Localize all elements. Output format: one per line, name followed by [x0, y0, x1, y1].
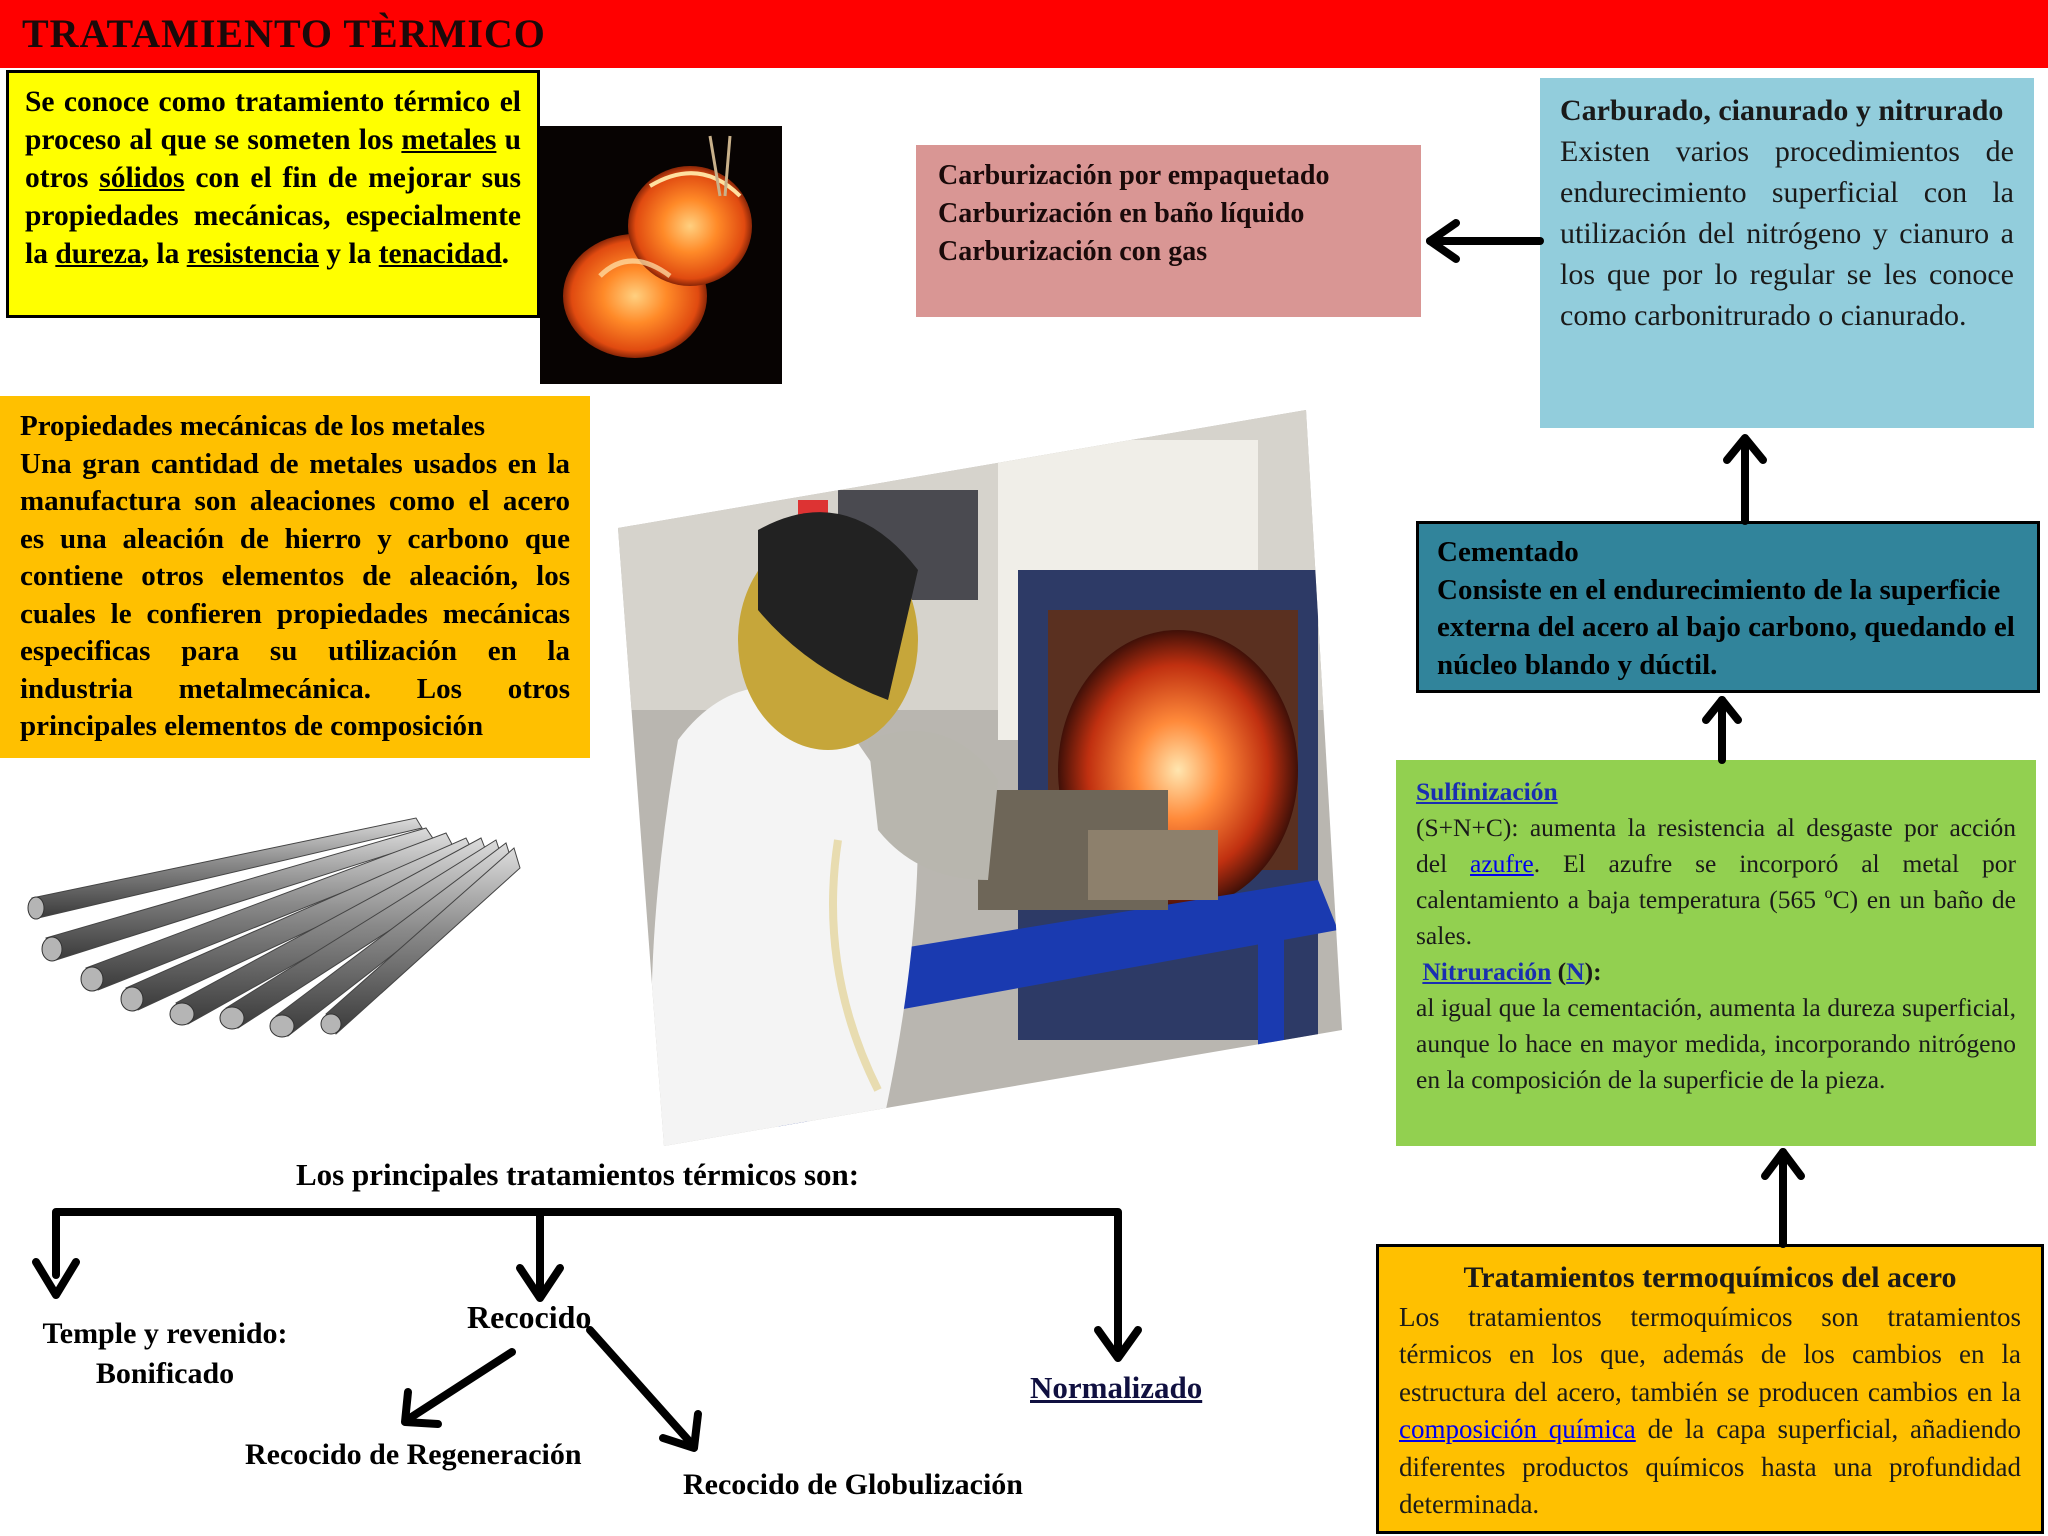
arrow-head-globulizacion	[659, 1410, 702, 1452]
arrow-head-pink	[1426, 219, 1460, 263]
arrow-head-green	[1761, 1148, 1805, 1180]
link-azufre[interactable]: azufre	[1470, 849, 1534, 878]
definition-text: , la	[141, 238, 187, 270]
arrow-head-teal	[1702, 696, 1742, 724]
link-dureza[interactable]: dureza	[55, 238, 142, 270]
link-composicion-quimica[interactable]: composición química	[1399, 1414, 1636, 1444]
header-bar	[0, 0, 2048, 68]
sulfinizacion-text: . El azufre se incorporó al metal por ca…	[1416, 849, 2016, 950]
definition-text: Se conoce como	[25, 86, 236, 118]
cementado-box: Cementado Consiste en el endurecimiento …	[1416, 521, 2040, 693]
sulfinizacion-text: (S+N+C): aumenta la resistencia al desga…	[1416, 813, 2016, 878]
definition-term: tratamiento térmico	[235, 86, 491, 118]
treatment-normalizado[interactable]: Normalizado	[1030, 1370, 1203, 1405]
treatment-temple-line2: Bonificado	[95, 1357, 235, 1390]
arrow-head-normalizado	[1094, 1326, 1142, 1362]
carburization-item: Carburización en baño líquido	[938, 198, 1305, 229]
treatment-recocido-globulizacion: Recocido de Globulización	[683, 1468, 1023, 1501]
arrow-head-temple	[32, 1258, 80, 1299]
page-title: TRATAMIENTO TÈRMICO	[22, 11, 546, 56]
properties-title: Propiedades mecánicas de los metales	[20, 410, 486, 442]
link-nitrogen-symbol[interactable]: N	[1566, 957, 1585, 986]
link-metales[interactable]: metales	[401, 124, 497, 156]
link-resistencia[interactable]: resistencia	[186, 238, 319, 270]
nitruracion-paren: (	[1551, 957, 1567, 986]
treatment-recocido: Recocido	[467, 1299, 592, 1335]
nitruracion-body: al igual que la cementación, aumenta la …	[1416, 993, 2016, 1094]
arrow-regeneracion-line	[406, 1348, 516, 1422]
thermochemical-text: de la capa superficial, añadiendo difere…	[1399, 1414, 2021, 1519]
definition-text: u otros	[25, 124, 521, 194]
arrow-head-regeneracion	[401, 1388, 442, 1428]
carburado-title: Carburado, cianurado y nitrurado	[1560, 94, 2004, 127]
arrow-globulizacion-line	[586, 1326, 694, 1446]
carburization-item: Carburización por empaquetado	[938, 160, 1330, 191]
treatments-heading: Los principales tratamientos térmicos so…	[296, 1157, 860, 1192]
link-nitruracion[interactable]: Nitruración	[1422, 957, 1552, 986]
treatment-temple: Temple y revenido: Bonificado	[20, 1314, 310, 1394]
tree-bracket-line	[52, 1208, 1122, 1354]
thermochemical-box: Tratamientos termoquímicos del acero Los…	[1376, 1244, 2044, 1534]
link-sulfinizacion[interactable]: Sulfinización	[1416, 777, 1558, 806]
cementado-title: Cementado	[1437, 536, 1579, 568]
furnace-photo	[618, 410, 1342, 1146]
hot-metal-photo	[540, 126, 782, 384]
definition-text: .	[501, 238, 510, 270]
thermochemical-title: Tratamientos termoquímicos del acero	[1463, 1261, 1957, 1294]
definition-text: el proceso al que se someten los	[25, 86, 521, 156]
nitruracion-paren: ):	[1584, 957, 1602, 986]
steel-bars-photo	[26, 778, 524, 1054]
thermochemical-text: Los tratamientos termoquímicos son trata…	[1399, 1301, 2021, 1407]
link-tenacidad[interactable]: tenacidad	[378, 238, 502, 270]
carburization-list: Carburización por empaquetado Carburizac…	[916, 145, 1421, 317]
arrow-head-recocido	[516, 1264, 564, 1302]
definition-text: con el fin de mejorar sus propiedades me…	[25, 162, 521, 270]
carburado-body: Existen varios procedimientos de endurec…	[1560, 135, 2014, 332]
treatment-recocido-regeneracion: Recocido de Regeneración	[245, 1438, 582, 1471]
treatment-temple-line1: Temple y revenido:	[42, 1317, 288, 1350]
definition-text: y la	[318, 238, 379, 270]
definition-box: Se conoce como tratamiento térmico el pr…	[6, 70, 540, 318]
properties-body: Una gran cantidad de metales usados en l…	[20, 447, 570, 743]
properties-box: Propiedades mecánicas de los metales Una…	[0, 396, 590, 758]
carburado-box: Carburado, cianurado y nitrurado Existen…	[1540, 78, 2034, 428]
arrow-head-blue	[1723, 434, 1767, 464]
carburization-item: Carburización con gas	[938, 236, 1208, 267]
link-solidos[interactable]: sólidos	[99, 162, 185, 194]
cementado-body: Consiste en el endurecimiento de la supe…	[1437, 573, 2015, 681]
sulfinizacion-box: Sulfinización (S+N+C): aumenta la resist…	[1396, 760, 2036, 1146]
